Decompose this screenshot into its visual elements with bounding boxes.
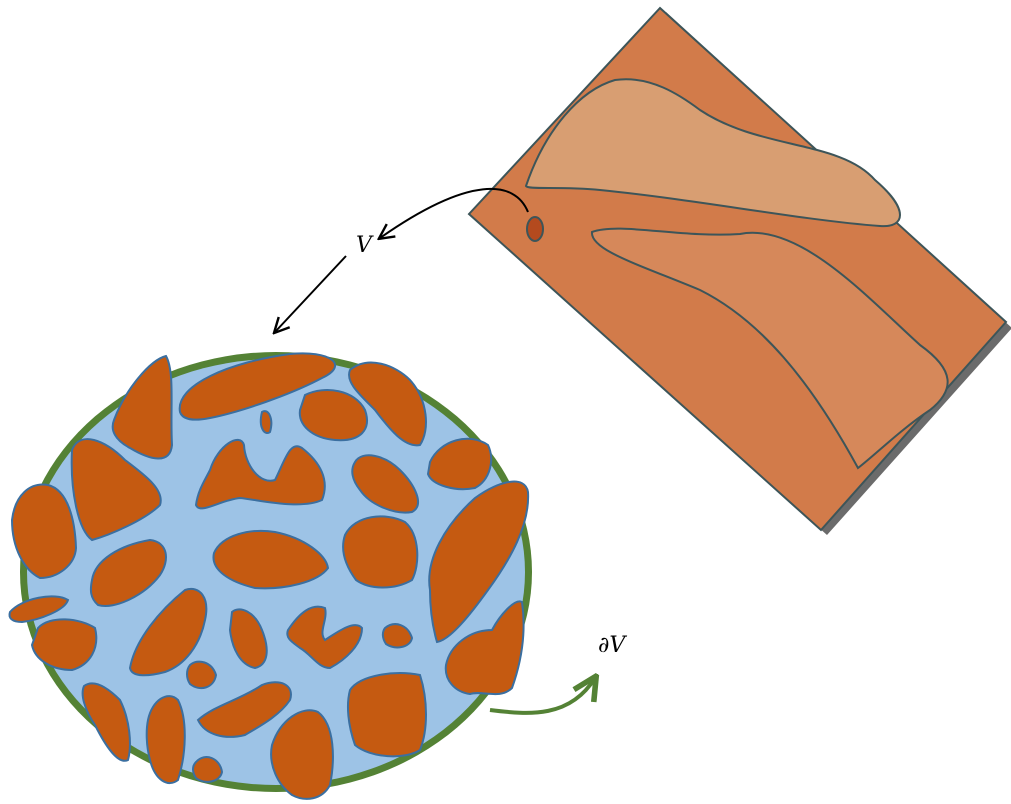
grain bbox=[261, 411, 271, 433]
grain bbox=[348, 673, 426, 756]
representative-volume bbox=[10, 352, 533, 799]
material-slab bbox=[469, 8, 1011, 535]
grain bbox=[147, 696, 185, 783]
boundary-label: ∂V bbox=[598, 633, 627, 658]
grain bbox=[343, 516, 417, 587]
volume-label: V bbox=[356, 233, 374, 258]
grain bbox=[32, 619, 96, 670]
grain bbox=[113, 356, 172, 459]
grain bbox=[193, 757, 222, 782]
sample-point bbox=[527, 217, 543, 241]
zoom-arrow-straight bbox=[275, 256, 346, 332]
